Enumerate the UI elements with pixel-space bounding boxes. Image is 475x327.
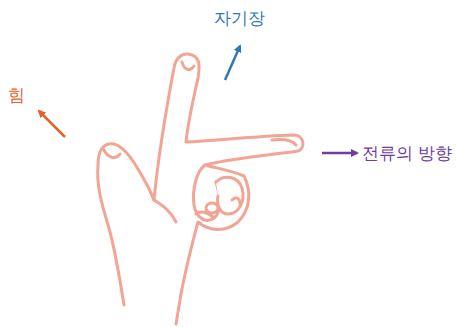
current-arrow bbox=[322, 152, 357, 155]
force-arrow bbox=[39, 111, 65, 137]
left-hand bbox=[98, 54, 303, 324]
field-arrow bbox=[225, 46, 240, 80]
current-label: 전류의 방향 bbox=[362, 143, 452, 163]
force-label: 힘 bbox=[8, 85, 25, 105]
field-label: 자기장 bbox=[214, 8, 265, 28]
